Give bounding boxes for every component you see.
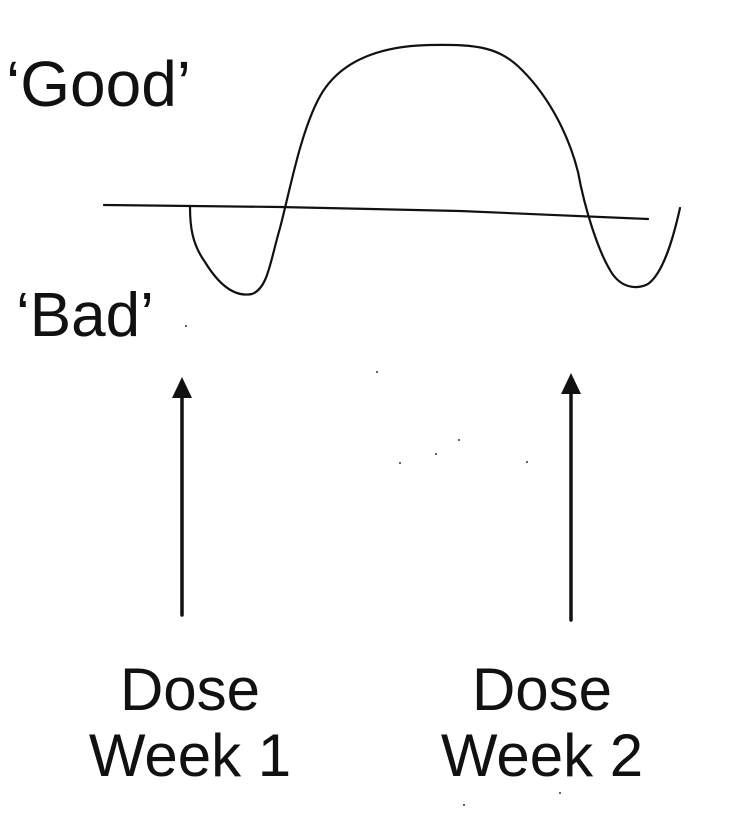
- dose-week-1-label: Dose Week 1: [60, 657, 320, 789]
- baseline: [102, 203, 650, 221]
- dose-week-1-line-1: Dose: [119, 656, 261, 723]
- dose-week-1-line-2: Week 1: [88, 722, 292, 789]
- good-label: ‘Good’: [6, 48, 191, 120]
- stray-marks: [185, 325, 561, 806]
- dose-week-1-arrow-head: [172, 377, 192, 398]
- dose-week-2-line-1: Dose: [471, 656, 613, 723]
- dose-week-2-arrow-head: [561, 373, 581, 394]
- dose-week-2-label: Dose Week 2: [412, 657, 672, 789]
- dose-week-2-line-2: Week 2: [440, 722, 644, 789]
- bad-label: ‘Bad’: [16, 281, 154, 350]
- response-curve: [188, 43, 682, 296]
